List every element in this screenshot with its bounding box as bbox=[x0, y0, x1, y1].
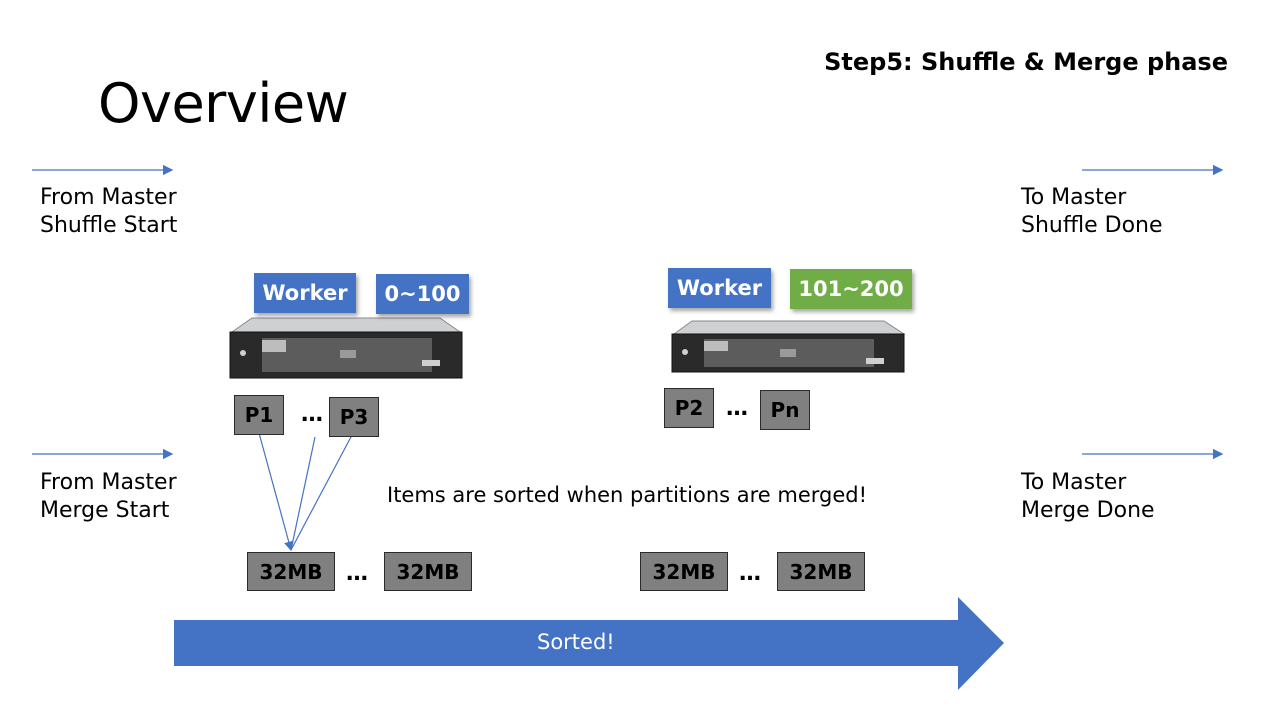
block-w1-1: 32MB bbox=[247, 552, 335, 591]
merge-line-1 bbox=[258, 432, 294, 552]
partition-ellipsis-1: … bbox=[301, 402, 323, 427]
worker-1-range: 0~100 bbox=[376, 274, 469, 314]
to-master-shuffle-done: To Master Shuffle Done bbox=[1021, 185, 1163, 238]
worker-2-range: 101~200 bbox=[790, 269, 912, 309]
block-w2-1: 32MB bbox=[640, 552, 728, 591]
merge-line-2 bbox=[290, 436, 316, 551]
server-icon-1 bbox=[229, 317, 463, 379]
block-w1-2: 32MB bbox=[384, 552, 472, 591]
merge-note: Items are sorted when partitions are mer… bbox=[387, 483, 868, 507]
worker-1-label: Worker bbox=[254, 273, 356, 313]
partition-p2: P2 bbox=[664, 388, 714, 428]
from-master-merge-start: From Master Merge Start bbox=[40, 470, 177, 523]
server-icon-2 bbox=[671, 320, 906, 373]
partition-pn: Pn bbox=[760, 390, 810, 430]
worker-2-label: Worker bbox=[668, 268, 771, 308]
block-ellipsis-2: … bbox=[739, 561, 761, 586]
sorted-arrow-shape bbox=[174, 597, 1004, 690]
partition-p3: P3 bbox=[329, 397, 379, 437]
block-ellipsis-1: … bbox=[346, 561, 368, 586]
partition-ellipsis-2: … bbox=[726, 396, 748, 421]
partition-p1: P1 bbox=[234, 395, 284, 435]
merge-line-3 bbox=[290, 434, 353, 551]
sorted-arrow-label: Sorted! bbox=[537, 630, 615, 654]
to-master-merge-done: To Master Merge Done bbox=[1021, 470, 1155, 523]
from-master-shuffle-start: From Master Shuffle Start bbox=[40, 185, 178, 238]
step-heading: Step5: Shuffle & Merge phase bbox=[824, 48, 1228, 76]
page-title: Overview bbox=[98, 72, 349, 135]
block-w2-2: 32MB bbox=[777, 552, 865, 591]
